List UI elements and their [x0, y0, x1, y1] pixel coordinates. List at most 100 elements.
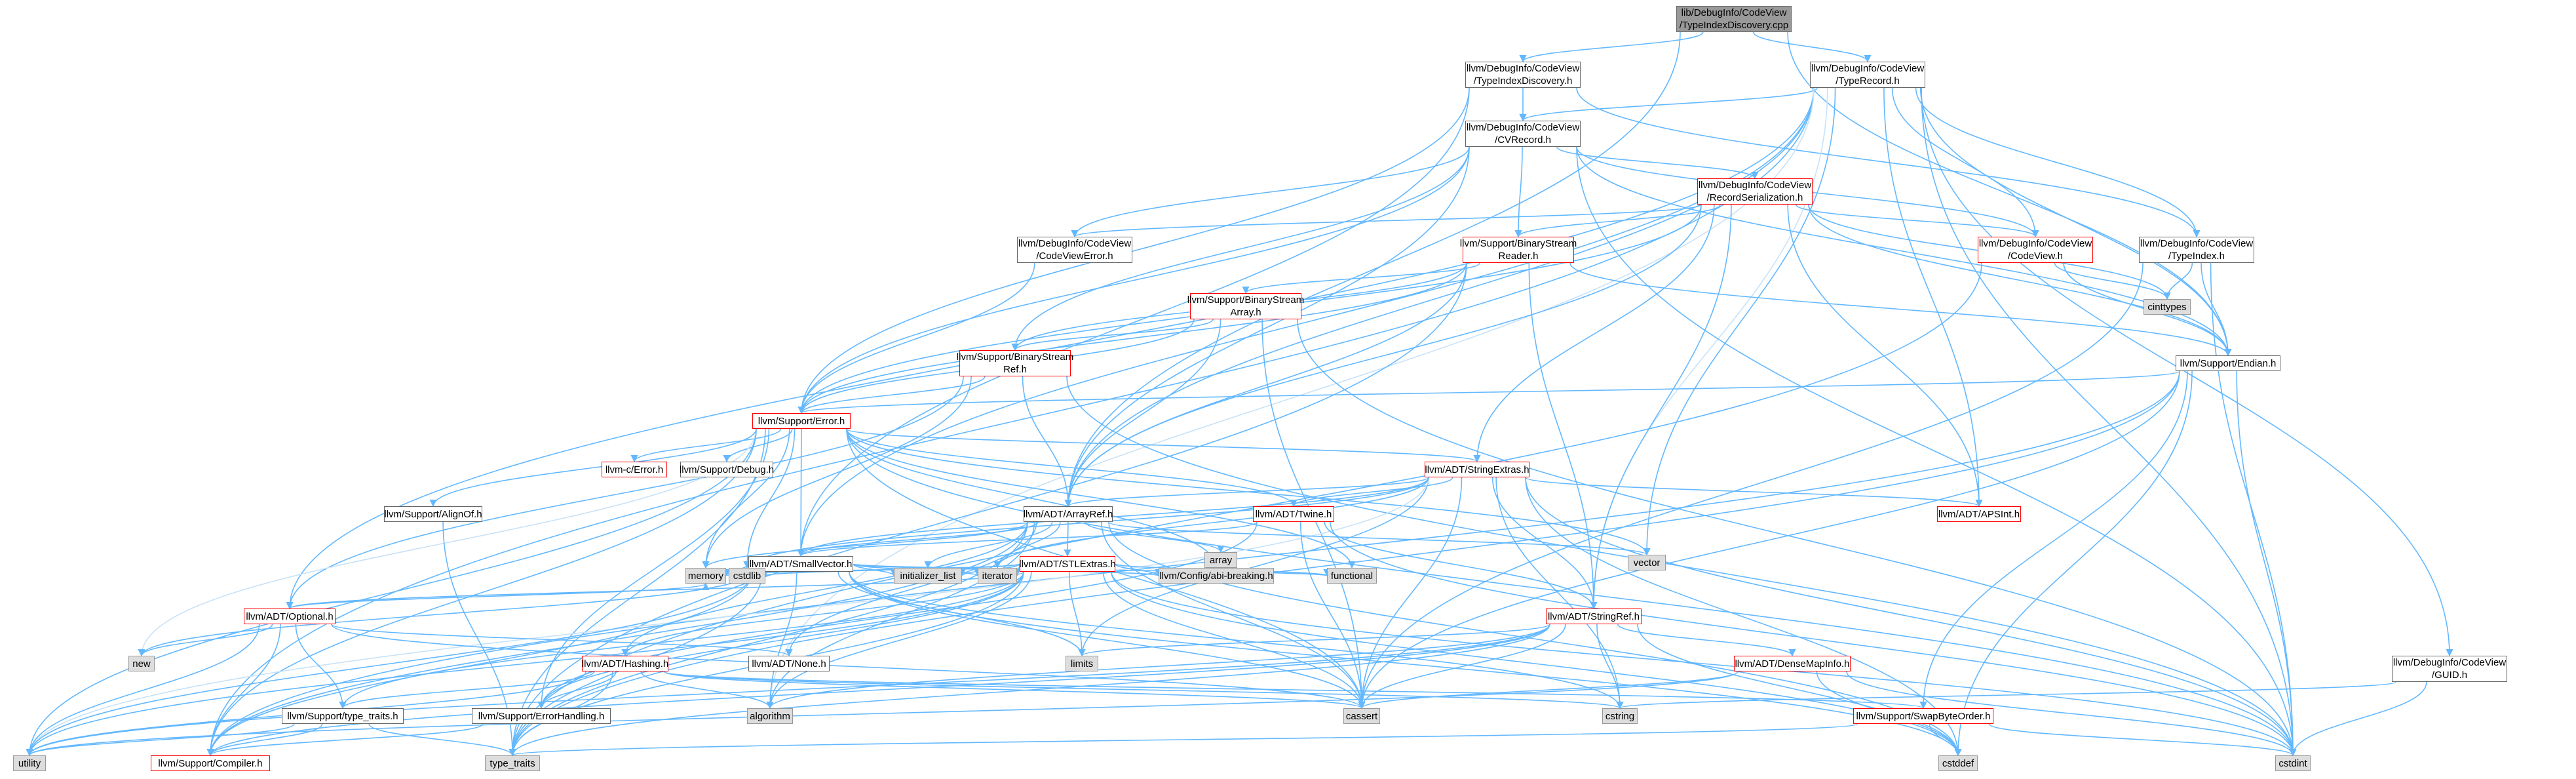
edge-arrayref-to-stlextras — [1064, 521, 1071, 557]
node-cstdint[interactable]: cstdint — [2275, 755, 2311, 771]
node-label-line: type_traits — [490, 757, 535, 769]
node-guid-h[interactable]: llvm/DebugInfo/CodeView /GUID.h — [2392, 656, 2507, 682]
node-utility[interactable]: utility — [13, 755, 46, 771]
edge-cvrecord-to-endian — [1576, 146, 2232, 357]
node-cvrecord-h[interactable]: llvm/DebugInfo/CodeView /CVRecord.h — [1465, 121, 1581, 147]
node-initializer-list[interactable]: initializer_list — [894, 568, 962, 584]
node-label-line: llvm/Support/ErrorHandling.h — [478, 710, 605, 722]
node-optional-h[interactable]: llvm/ADT/Optional.h — [244, 609, 336, 624]
node-label-line: algorithm — [750, 710, 790, 722]
node-binarystreamarray-h[interactable]: llvm/Support/BinaryStream Array.h — [1187, 293, 1305, 319]
edge-typerecord-to-apsint — [1883, 87, 1983, 508]
node-endian-h[interactable]: llvm/Support/Endian.h — [2176, 355, 2280, 371]
node-label-line: /TypeRecord.h — [1836, 75, 1900, 87]
edge-stringextras-to-limits — [1078, 477, 1429, 657]
node-algorithm[interactable]: algorithm — [747, 708, 793, 724]
node-label-line: cstring — [1605, 710, 1635, 722]
edge-arrayref-to-vector — [1108, 521, 1651, 556]
node-hashing-h[interactable]: llvm/ADT/Hashing.h — [582, 656, 668, 671]
node-memory[interactable]: memory — [685, 568, 726, 584]
node-label-line: llvm/DebugInfo/CodeView — [1466, 63, 1580, 74]
node-cinttypes[interactable]: cinttypes — [2143, 299, 2191, 315]
node-recordserialization-h[interactable]: llvm/DebugInfo/CodeView /RecordSerializa… — [1697, 178, 1813, 205]
node-stlextras-h[interactable]: llvm/ADT/STLExtras.h — [1019, 556, 1116, 572]
node-label-line: /TypeIndexDiscovery.h — [1473, 75, 1573, 87]
node-iterator[interactable]: iterator — [978, 568, 1017, 584]
node-none-h[interactable]: llvm/ADT/None.h — [748, 656, 830, 671]
node-functional[interactable]: functional — [1327, 568, 1377, 584]
node-abi-breaking-h[interactable]: llvm/Config/abi-breaking.h — [1159, 568, 1274, 584]
edge-stringextras-to-cassert — [1358, 477, 1463, 709]
edge-stlextras-to-iterator — [1013, 563, 1021, 577]
node-new[interactable]: new — [128, 656, 155, 671]
edge-typeindex-to-cassert — [1358, 262, 2143, 709]
edge-smallvector-to-utility — [26, 571, 753, 757]
node-typeindexdiscovery-h[interactable]: llvm/DebugInfo/CodeView /TypeIndexDiscov… — [1465, 62, 1581, 88]
edge-stringextras-to-arrayref — [1064, 477, 1429, 508]
node-twine-h[interactable]: llvm/ADT/Twine.h — [1253, 506, 1334, 522]
edge-errorhandling-to-compiler — [206, 723, 484, 757]
node-swapbyteorder-h[interactable]: llvm/Support/SwapByteOrder.h — [1853, 708, 1993, 724]
node-debug-h[interactable]: llvm/Support/Debug.h — [680, 462, 774, 477]
node-label-line: /CVRecord.h — [1495, 134, 1551, 146]
node-errorhandling-h[interactable]: llvm/Support/ErrorHandling.h — [472, 708, 611, 724]
node-cstdlib[interactable]: cstdlib — [729, 568, 765, 584]
node-label-line: /RecordSerialization.h — [1706, 192, 1803, 203]
node-label-line: llvm/Support/Endian.h — [2180, 357, 2277, 369]
node-label-line: vector — [1633, 557, 1661, 569]
node-typeindex-h[interactable]: llvm/DebugInfo/CodeView /TypeIndex.h — [2139, 237, 2254, 263]
edge-stringextras-to-cstdlib — [743, 477, 1429, 569]
edge-stlextras-to-errorhandling — [537, 571, 1024, 709]
node-label-line: llvm/ADT/SmallVector.h — [749, 558, 853, 570]
edge-stringref-to-cstddef — [1637, 624, 1962, 757]
node-type-traits[interactable]: type_traits — [485, 755, 540, 771]
node-binarystreamreader-h[interactable]: llvm/Support/BinaryStream Reader.h — [1460, 237, 1577, 263]
node-typerecord-h[interactable]: llvm/DebugInfo/CodeView /TypeRecord.h — [1810, 62, 1925, 88]
node-label-line: Array.h — [1230, 307, 1261, 318]
edge-typerecord-to-cvrecord — [1519, 87, 1818, 122]
node-apsint-h[interactable]: llvm/ADT/APSInt.h — [1937, 506, 2021, 522]
node-vector[interactable]: vector — [1628, 555, 1666, 570]
edge-arrayref-to-memory — [702, 521, 1028, 569]
edge-optional-to-memory — [289, 582, 710, 609]
edge-error-to-cstdint — [846, 428, 2297, 757]
edge-root-to-typeindexdiscovery — [1519, 31, 1704, 63]
node-arrayref-h[interactable]: llvm/ADT/ArrayRef.h — [1024, 506, 1113, 522]
edge-typerecord-to-guid — [1921, 87, 2453, 657]
node-densemapinfo-h[interactable]: llvm/ADT/DenseMapInfo.h — [1734, 656, 1851, 671]
node-label-line: llvm/DebugInfo/CodeView — [2393, 657, 2507, 668]
node-codeview-h[interactable]: llvm/DebugInfo/CodeView /CodeView.h — [1978, 237, 2093, 263]
edge-typeindex-to-endian — [2201, 262, 2232, 357]
edge-binarystreamreader-to-type_traits — [509, 262, 1467, 757]
node-label-line: llvm/Support/BinaryStream — [1187, 294, 1305, 306]
node-cstddef[interactable]: cstddef — [1938, 755, 1978, 771]
node-error-h[interactable]: llvm/Support/Error.h — [752, 413, 851, 429]
edge-stringref-to-type_traits — [509, 624, 1550, 757]
node-label-line: /TypeIndexDiscovery.cpp — [1679, 20, 1789, 31]
node-typeindexdiscovery-cpp[interactable]: lib/DebugInfo/CodeView /TypeIndexDiscove… — [1676, 6, 1792, 32]
edge-optional-to-utility — [26, 624, 260, 757]
node-compiler-h[interactable]: llvm/Support/Compiler.h — [151, 755, 270, 771]
edge-binarystreamarray-to-cstdint — [1297, 319, 2297, 757]
node-codeviewerror-h[interactable]: llvm/DebugInfo/CodeView /CodeViewError.h — [1017, 237, 1132, 263]
node-stringref-h[interactable]: llvm/ADT/StringRef.h — [1546, 609, 1642, 624]
edge-error-to-cerror — [630, 428, 781, 463]
node-cassert[interactable]: cassert — [1343, 708, 1380, 724]
edge-arrayref-to-compiler — [206, 521, 1028, 757]
edge-typetraits-to-compiler — [206, 723, 323, 757]
edge-stringref-to-limits — [1078, 624, 1550, 657]
node-stringextras-h[interactable]: llvm/ADT/StringExtras.h — [1425, 462, 1529, 477]
node-binarystreamref-h[interactable]: llvm/Support/BinaryStream Ref.h — [957, 350, 1073, 376]
node-label-line: llvm/DebugInfo/CodeView — [1978, 238, 2092, 249]
edge-recordserialization-to-codeviewerror — [1071, 204, 1702, 238]
node-alignof-h[interactable]: llvm/Support/AlignOf.h — [384, 506, 482, 522]
node-smallvector-h[interactable]: llvm/ADT/SmallVector.h — [748, 556, 853, 572]
node-cstring[interactable]: cstring — [1602, 708, 1638, 724]
edge-endian-to-cassert — [1358, 370, 2180, 709]
node-label-line: /GUID.h — [2431, 669, 2468, 681]
node-c-error-h[interactable]: llvm-c/Error.h — [602, 462, 667, 477]
edge-twine-to-errorhandling — [537, 521, 1258, 709]
node-type-traits-h[interactable]: llvm/Support/type_traits.h — [282, 708, 404, 724]
node-limits[interactable]: limits — [1066, 656, 1098, 671]
node-array[interactable]: array — [1204, 552, 1237, 568]
